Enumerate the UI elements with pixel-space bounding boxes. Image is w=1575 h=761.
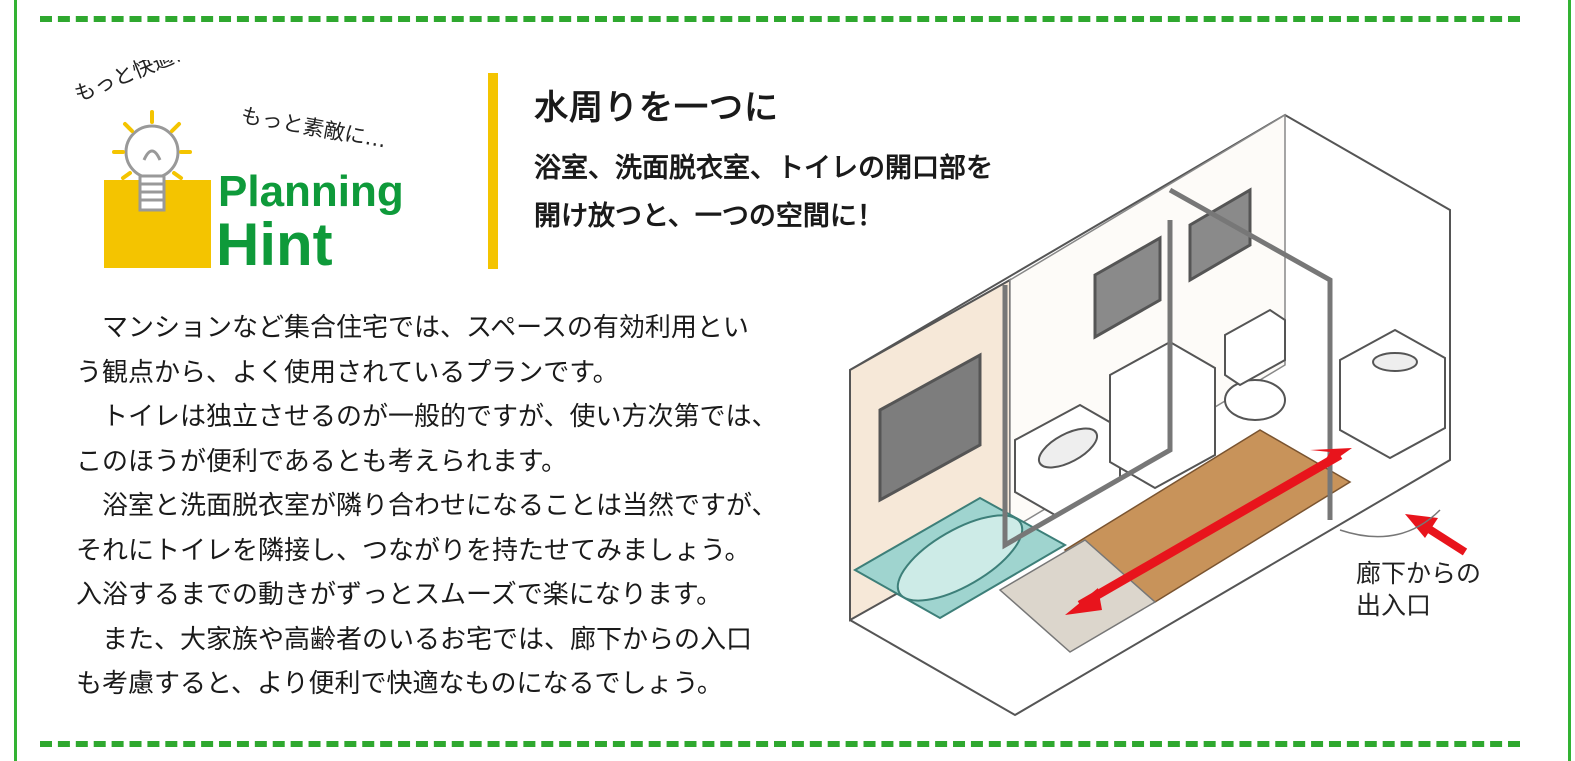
frame-left-border: [14, 0, 17, 761]
body-line: それにトイレを隣接し、つながりを持たせてみましょう。: [76, 535, 751, 566]
movement-arrow-line: [1077, 451, 1343, 609]
heading-accent-bar: [488, 73, 498, 269]
entry-label: 廊下からの 出入口: [1356, 558, 1481, 622]
subtitle-line-2: 開け放つと、一つの空間に！: [534, 201, 884, 232]
toilet-bowl: [1224, 379, 1286, 421]
body-paragraphs: マンションなど集合住宅では、スペースの有効利用とい う観点から、よく使用されてい…: [76, 306, 816, 707]
bottom-dashed-divider: [40, 741, 1520, 747]
window-center: [1093, 235, 1162, 340]
frame-right-border: [1568, 0, 1571, 761]
right-sink-bowl: [1372, 352, 1418, 372]
partition-frame-2: [1168, 187, 1333, 520]
page-subtitle: 浴室、洗面脱衣室、トイレの開口部を 開け放つと、一つの空間に！: [534, 145, 993, 241]
page-title: 水周りを一つに: [534, 88, 779, 128]
entry-label-line-1: 廊下からの: [1356, 559, 1482, 588]
right-vanity-cabinet: [1339, 328, 1446, 460]
tile-floor: [998, 539, 1157, 653]
subtitle-line-1: 浴室、洗面脱衣室、トイレの開口部を: [534, 153, 993, 184]
logo-tagline-2: もっと素敵に…: [239, 103, 388, 152]
body-line: また、大家族や高齢者のいるお宅では、廊下からの入口: [76, 624, 753, 655]
body-line: トイレは独立させるのが一般的ですが、使い方次第では、: [76, 402, 778, 432]
washbasin-bowl: [1037, 427, 1099, 469]
window-right: [1188, 187, 1252, 283]
body-line: 入浴するまでの動きがずっとスムーズで楽になります。: [76, 580, 723, 610]
body-line: このほうが便利であるとも考えられます。: [76, 446, 568, 477]
movement-arrow-head-left: [1065, 588, 1102, 615]
logo-tagline-1: もっと快適に、: [71, 60, 216, 107]
planning-hint-logo: もっと快適に、 もっと素敵に… Planning Hint: [71, 60, 404, 275]
body-line: も考慮すると、より便利で快適なものになるでしょう。: [76, 669, 723, 699]
bathroom-floorplan-illustration: [849, 113, 1468, 717]
lightbulb-icon: [124, 124, 180, 212]
entry-label-line-2: 出入口: [1356, 591, 1432, 620]
window-left: [878, 352, 982, 503]
body-line: マンションなど集合住宅では、スペースの有効利用とい: [76, 313, 749, 343]
entry-arrow-head: [1405, 514, 1438, 538]
logo-word-planning: Planning: [218, 167, 404, 216]
bathtub-basin: [896, 514, 1024, 602]
partition-frame-1: [1002, 220, 1173, 550]
top-dashed-divider: [40, 16, 1520, 22]
door-swing-arc: [1339, 509, 1441, 538]
movement-arrow-head-right: [1310, 448, 1352, 472]
light-rays-icon: [112, 110, 192, 180]
toilet-tank: [1224, 308, 1286, 387]
body-line: 浴室と洗面脱衣室が隣り合わせになることは当然ですが、: [76, 491, 778, 521]
logo-word-hint: Hint: [216, 211, 333, 275]
body-line: う観点から、よく使用されているプランです。: [76, 357, 619, 388]
